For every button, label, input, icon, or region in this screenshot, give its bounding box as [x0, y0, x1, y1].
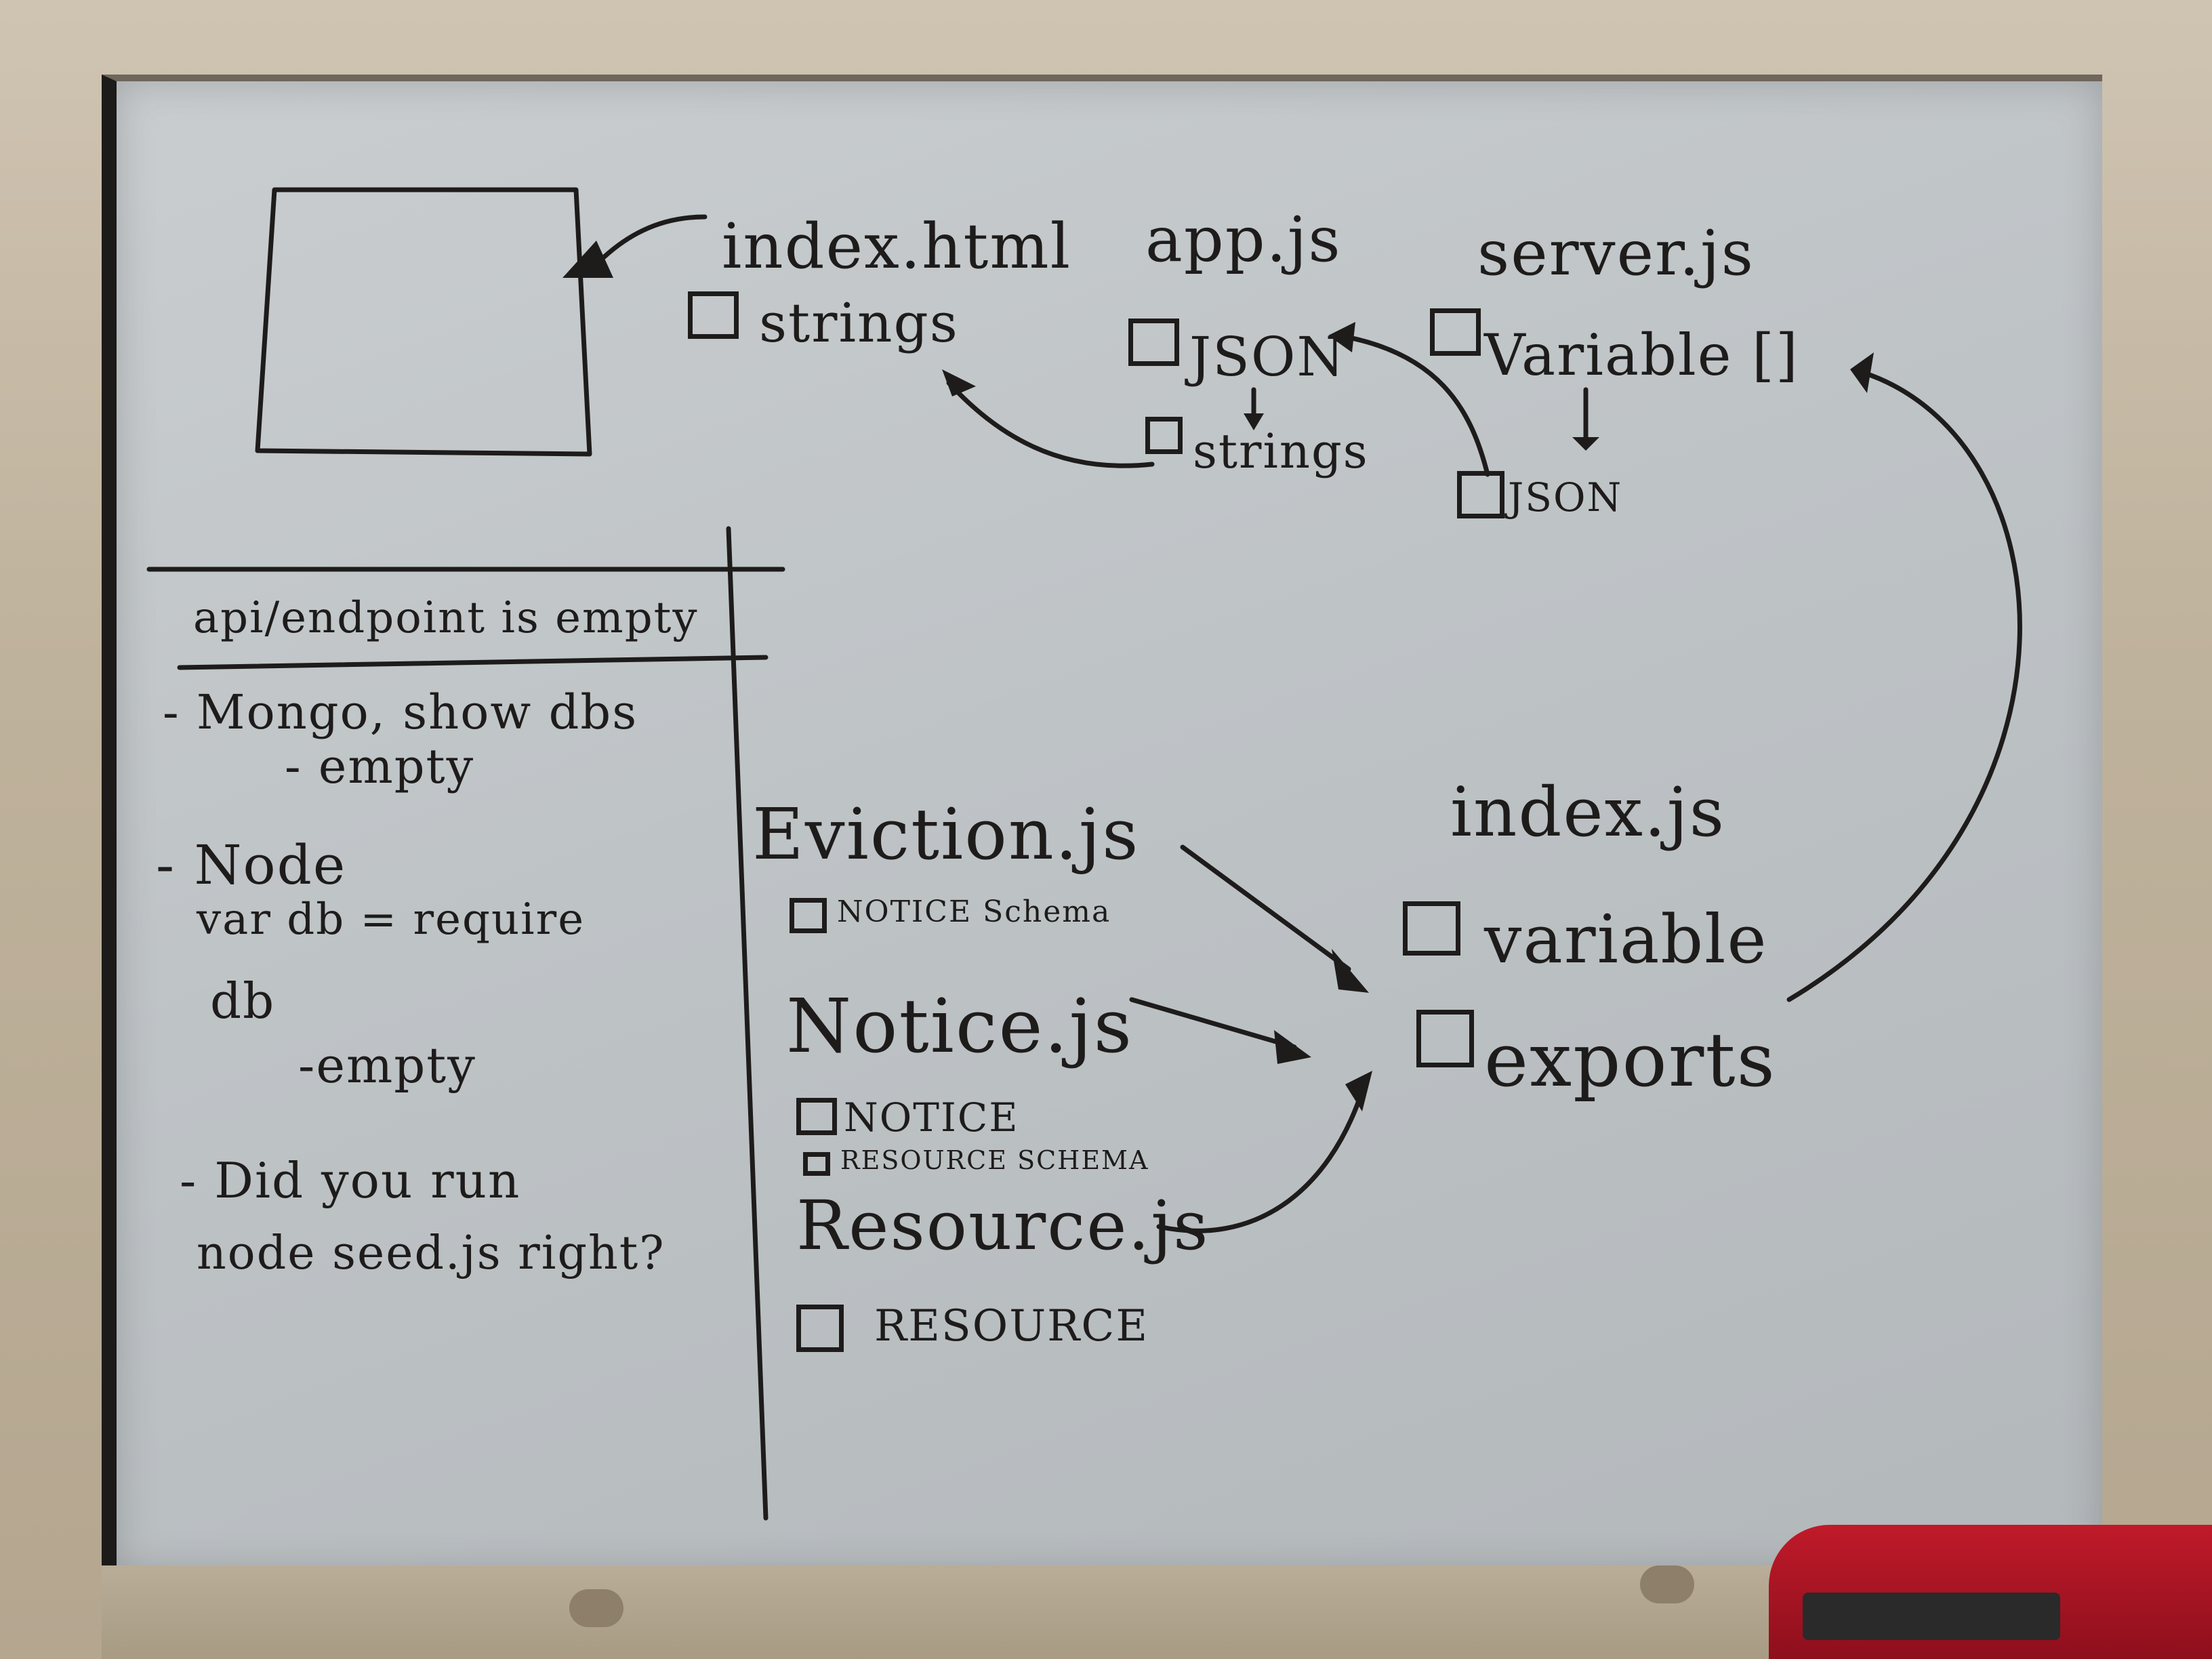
index-js-title: index.js [1450, 773, 1726, 852]
notes-line: - Did you run [180, 1152, 521, 1209]
notes-line: - Mongo, show dbs [163, 684, 638, 740]
resource-js-title: Resource.js [796, 1186, 1210, 1265]
whiteboard-surface [102, 75, 2102, 1572]
checkbox-icon [1128, 319, 1179, 366]
arrow-resource-to-index [1156, 1088, 1365, 1233]
arrow-eviction-to-index [1180, 844, 1351, 972]
index-js-item-exports: exports [1484, 1017, 1777, 1103]
checkbox-icon [803, 1152, 830, 1176]
notes-line: - Node [156, 834, 347, 897]
app-js-item-json: JSON [1189, 325, 1346, 388]
resource-js-item: RESOURCE [874, 1301, 1149, 1351]
notes-divider-vertical [726, 526, 769, 1521]
app-js-title: app.js [1145, 203, 1342, 276]
notes-header-bottom-line [177, 655, 769, 670]
server-js-title: server.js [1477, 217, 1755, 289]
notice-js-item-notice: NOTICE [844, 1094, 1019, 1141]
app-js-item-strings: strings [1193, 424, 1369, 479]
browser-window-sketch [255, 187, 592, 457]
tray-knob [569, 1589, 623, 1627]
notice-js-item-resource-schema: RESOURCE SCHEMA [840, 1145, 1149, 1175]
checkbox-icon [1430, 308, 1481, 356]
index-html-item: strings [759, 291, 959, 354]
checkbox-icon [1145, 417, 1183, 454]
eviction-js-title: Eviction.js [752, 793, 1140, 876]
checkbox-icon [1457, 471, 1504, 518]
index-html-title: index.html [722, 210, 1072, 283]
notes-line: -empty [298, 1037, 476, 1094]
checkbox-icon [790, 898, 827, 933]
notice-js-title: Notice.js [786, 983, 1134, 1069]
checkbox-icon [796, 1098, 837, 1135]
checkbox-icon [796, 1305, 844, 1352]
arrow-app-strings-to-index-strings [946, 380, 1155, 468]
notes-line: node seed.js right? [197, 1227, 665, 1280]
notes-header: api/endpoint is empty [193, 593, 699, 643]
server-js-item-json: JSON [1508, 474, 1623, 520]
arrow-notice-to-index [1129, 997, 1297, 1050]
arrow-server-json-to-app-json [1336, 333, 1490, 477]
tray-knob [1640, 1565, 1694, 1603]
stapler-slot [1803, 1593, 2060, 1640]
notes-line: var db = require [197, 895, 586, 945]
notes-line: - empty [285, 739, 475, 794]
checkbox-icon [1416, 1010, 1474, 1067]
checkbox-icon [1403, 901, 1460, 956]
eviction-js-item: NOTICE Schema [837, 895, 1111, 929]
arrow-index-to-screen [594, 214, 708, 267]
arrow-exports-to-server-variable [1786, 370, 2022, 1002]
checkbox-icon [688, 291, 739, 339]
server-js-item-variable: Variable [] [1484, 322, 1799, 388]
notes-line: db [210, 972, 276, 1029]
index-js-item-variable: variable [1484, 901, 1768, 979]
